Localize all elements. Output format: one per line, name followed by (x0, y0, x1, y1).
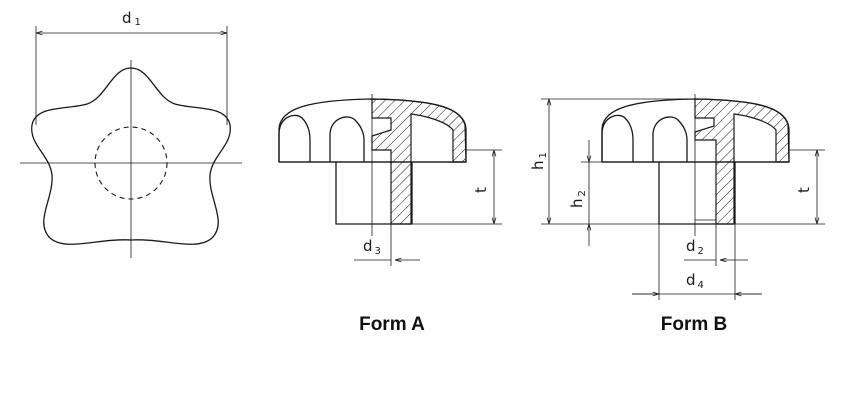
form-b-t-label: t (795, 187, 813, 193)
h2-label: h2 (568, 190, 588, 208)
form-b-label: Form B (661, 314, 728, 335)
form-a-shank (335, 162, 413, 225)
form-b-shank (658, 162, 736, 225)
form-b-lobe-center (652, 116, 688, 162)
form-b-lobe-left (601, 114, 634, 162)
form-a-t-label: t (472, 187, 490, 193)
form-a-lobe-left (278, 114, 311, 162)
h1-label: h1 (529, 152, 549, 170)
form-a-lobe-center (329, 116, 365, 162)
form-a-label: Form A (359, 314, 425, 335)
